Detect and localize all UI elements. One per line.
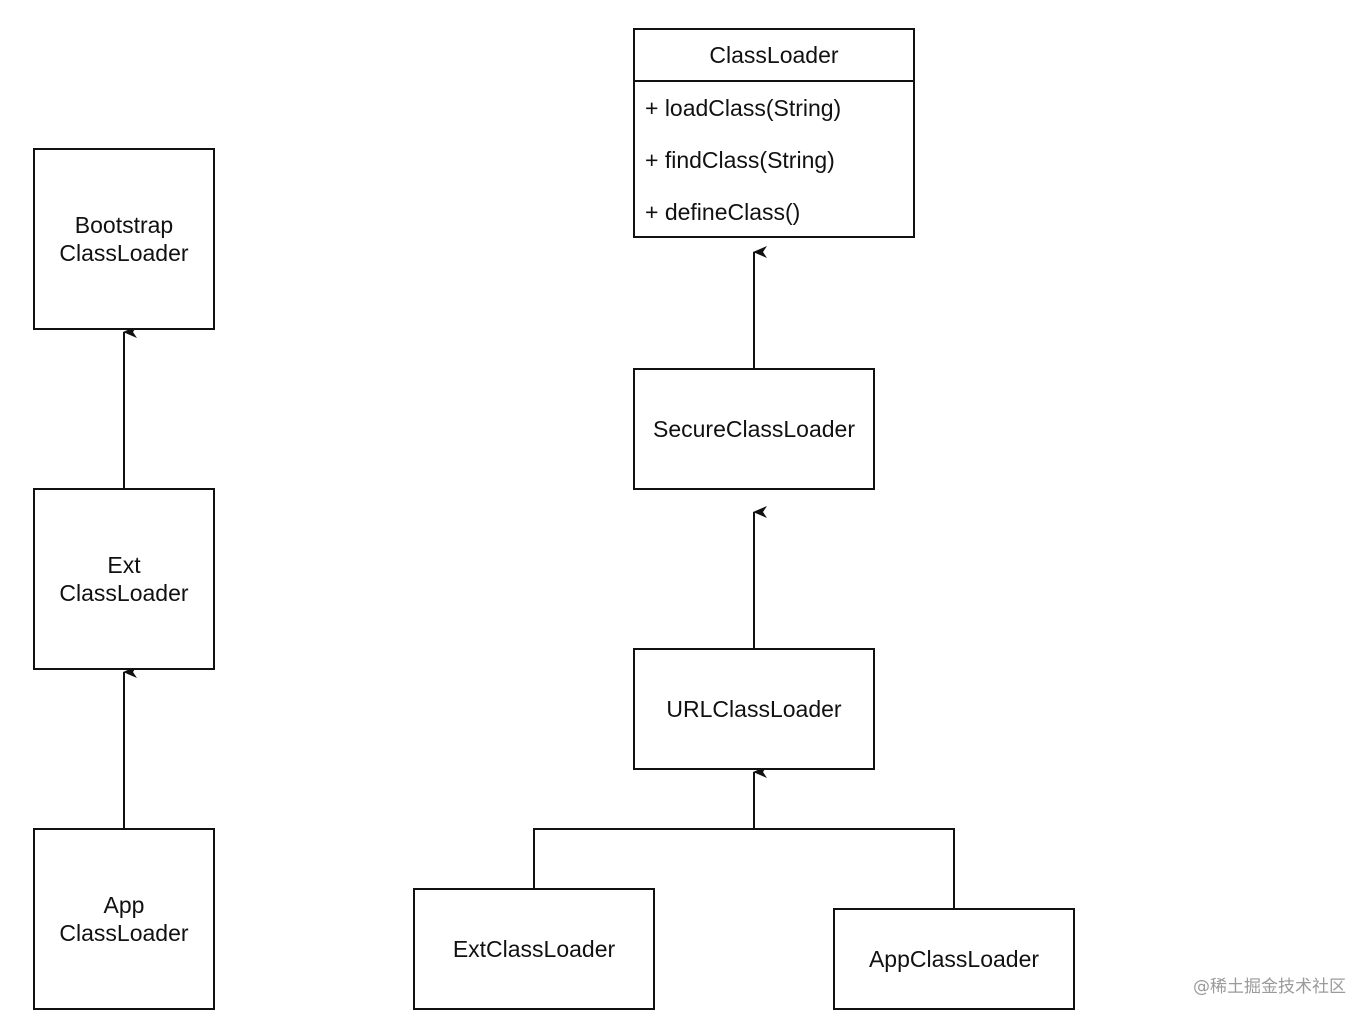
secure-classloader-box: SecureClassLoader — [633, 368, 875, 490]
ext-classloader-impl-box: ExtClassLoader — [413, 888, 655, 1010]
bootstrap-classloader-box: Bootstrap ClassLoader — [33, 148, 215, 330]
watermark-text: @稀土掘金技术社区 — [1193, 977, 1346, 997]
app-classloader-label: App ClassLoader — [59, 892, 189, 946]
connector-app-branch — [754, 828, 955, 909]
classloader-uml-title: ClassLoader — [635, 30, 913, 82]
secure-classloader-label: SecureClassLoader — [652, 416, 855, 442]
classloader-uml-box: ClassLoader + loadClass(String) + findCl… — [633, 28, 915, 238]
ext-classloader-box: Ext ClassLoader — [33, 488, 215, 670]
app-classloader-impl-label: AppClassLoader — [868, 946, 1040, 972]
ext-classloader-label: Ext ClassLoader — [59, 552, 189, 606]
method-find-class: + findClass(String) — [645, 146, 835, 173]
method-define-class: + defineClass() — [645, 198, 801, 225]
connector-ext-branch — [533, 828, 754, 889]
url-classloader-box: URLClassLoader — [633, 648, 875, 770]
ext-classloader-impl-label: ExtClassLoader — [452, 936, 616, 962]
bootstrap-classloader-label: Bootstrap ClassLoader — [59, 212, 189, 266]
app-classloader-box: App ClassLoader — [33, 828, 215, 1010]
app-classloader-impl-box: AppClassLoader — [833, 908, 1075, 1010]
method-load-class: + loadClass(String) — [645, 94, 842, 121]
url-classloader-label: URLClassLoader — [666, 696, 842, 722]
